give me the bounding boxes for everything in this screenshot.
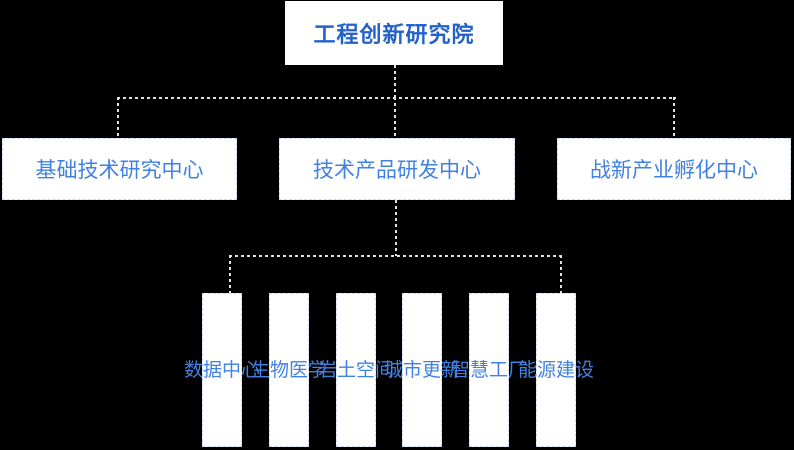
connector-level2-down (395, 200, 397, 256)
connector-drop-right (673, 97, 675, 138)
node-basic-tech-research-center: 基础技术研究中心 (2, 138, 237, 200)
node-geotech-space: 岩土空间 (318, 293, 394, 447)
node-urban-renewal: 城市更新 (384, 293, 460, 447)
node-data-center: 数据中心 (184, 293, 260, 447)
node-tech-product-rd-center: 技术产品研发中心 (279, 138, 515, 200)
connector-drop-middle (394, 97, 396, 138)
connector-drop-bottom-left (229, 255, 231, 293)
connector-drop-left (117, 97, 119, 138)
node-strategic-industry-incubation-center: 战新产业孵化中心 (557, 138, 791, 200)
connector-level2-horizontal (117, 97, 676, 99)
connector-drop-bottom-right (560, 255, 562, 293)
node-smart-factory: 智慧工厂 (451, 293, 527, 447)
node-biomedicine: 生物医学 (251, 293, 327, 447)
connector-level3-horizontal (229, 255, 562, 257)
node-root-institute: 工程创新研究院 (285, 1, 503, 65)
connector-root-down (394, 65, 396, 98)
node-energy-construction: 能源建设 (518, 293, 594, 447)
